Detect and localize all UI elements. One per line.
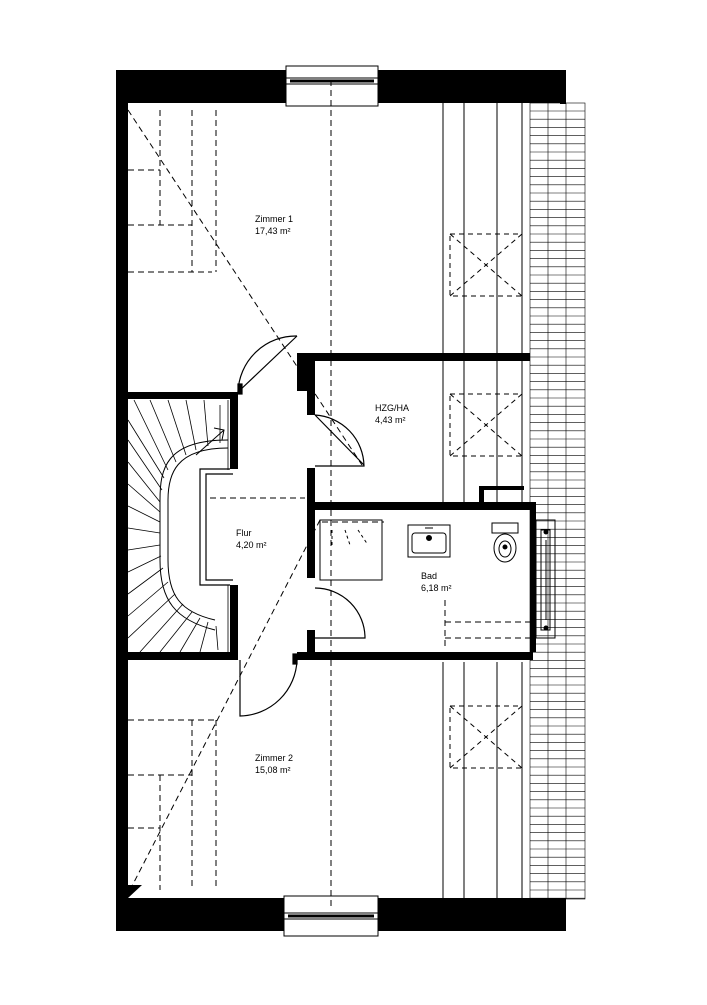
wall-bad-right (530, 502, 536, 652)
right-wall-top (560, 70, 566, 104)
room-name: Zimmer 2 (255, 753, 293, 763)
door-zimmer-2 (239, 653, 298, 717)
wall-flur-left-upper (230, 399, 238, 469)
room-name: Zimmer 1 (255, 214, 293, 224)
outer-walls (116, 70, 566, 931)
door-hzg (314, 414, 365, 467)
wall-hzg-left-upper (307, 353, 315, 415)
left-wall (116, 70, 128, 931)
room-label-zimmer-2: Zimmer 2 15,08 m² (255, 753, 293, 775)
room-area: 4,20 m² (236, 540, 267, 550)
skylights (449, 233, 523, 769)
wall-z1-stairs (128, 392, 238, 399)
room-name: Flur (236, 528, 252, 538)
bottom-wall-right (378, 898, 566, 931)
room-area: 17,43 m² (255, 226, 291, 236)
skylight-3 (449, 705, 523, 769)
room-name: Bad (421, 571, 437, 581)
wall-flur-top-stub (297, 353, 307, 391)
shower-tray (319, 519, 383, 581)
skylight-2 (449, 393, 523, 457)
doors (237, 335, 366, 717)
roof-slope-lines (127, 80, 530, 910)
room-area: 4,43 m² (375, 415, 406, 425)
bath-fixtures (319, 519, 556, 639)
room-label-bad: Bad 6,18 m² (421, 571, 452, 593)
wall-hzg-left-lower (307, 468, 315, 578)
wall-bad-stub-top (479, 486, 524, 490)
room-labels: Zimmer 1 17,43 m² HZG/HA 4,43 m² Flur 4,… (236, 214, 452, 775)
room-label-zimmer-1: Zimmer 1 17,43 m² (255, 214, 293, 236)
wall-flur-left-lower (230, 585, 238, 652)
door-zimmer-1 (237, 335, 298, 395)
top-wall-right (378, 70, 566, 103)
room-area: 6,18 m² (421, 583, 452, 593)
door-bad (314, 587, 366, 639)
sink-icon (407, 524, 451, 558)
window-bottom (283, 895, 379, 937)
roof-stripes (442, 103, 523, 898)
wall-hzg-bad (315, 502, 533, 510)
window-top (285, 65, 379, 107)
diagonal-line-lower (129, 519, 321, 891)
diagonal-line-upper (127, 109, 363, 466)
interior-walls (128, 353, 536, 660)
top-wall (116, 70, 286, 103)
shower-marks (331, 529, 369, 546)
wall-bad-bottom (297, 652, 533, 660)
flur-niche (199, 468, 233, 586)
room-area: 15,08 m² (255, 765, 291, 775)
toilet-icon (491, 522, 519, 563)
roof-tiles (529, 102, 586, 900)
wall-stairs-z2 (128, 652, 238, 660)
wall-hzg-top (307, 353, 530, 361)
room-label-hzg: HZG/HA 4,43 m² (375, 403, 409, 425)
room-name: HZG/HA (375, 403, 409, 413)
bottom-wall (116, 898, 284, 931)
bathtub-icon (535, 519, 556, 639)
wall-bad-left-lower (307, 630, 315, 660)
corner-marker (128, 885, 142, 898)
wall-bad-stub (479, 486, 484, 504)
skylight-1 (449, 233, 523, 297)
room-label-flur: Flur 4,20 m² (236, 528, 267, 550)
staircase (127, 399, 229, 653)
